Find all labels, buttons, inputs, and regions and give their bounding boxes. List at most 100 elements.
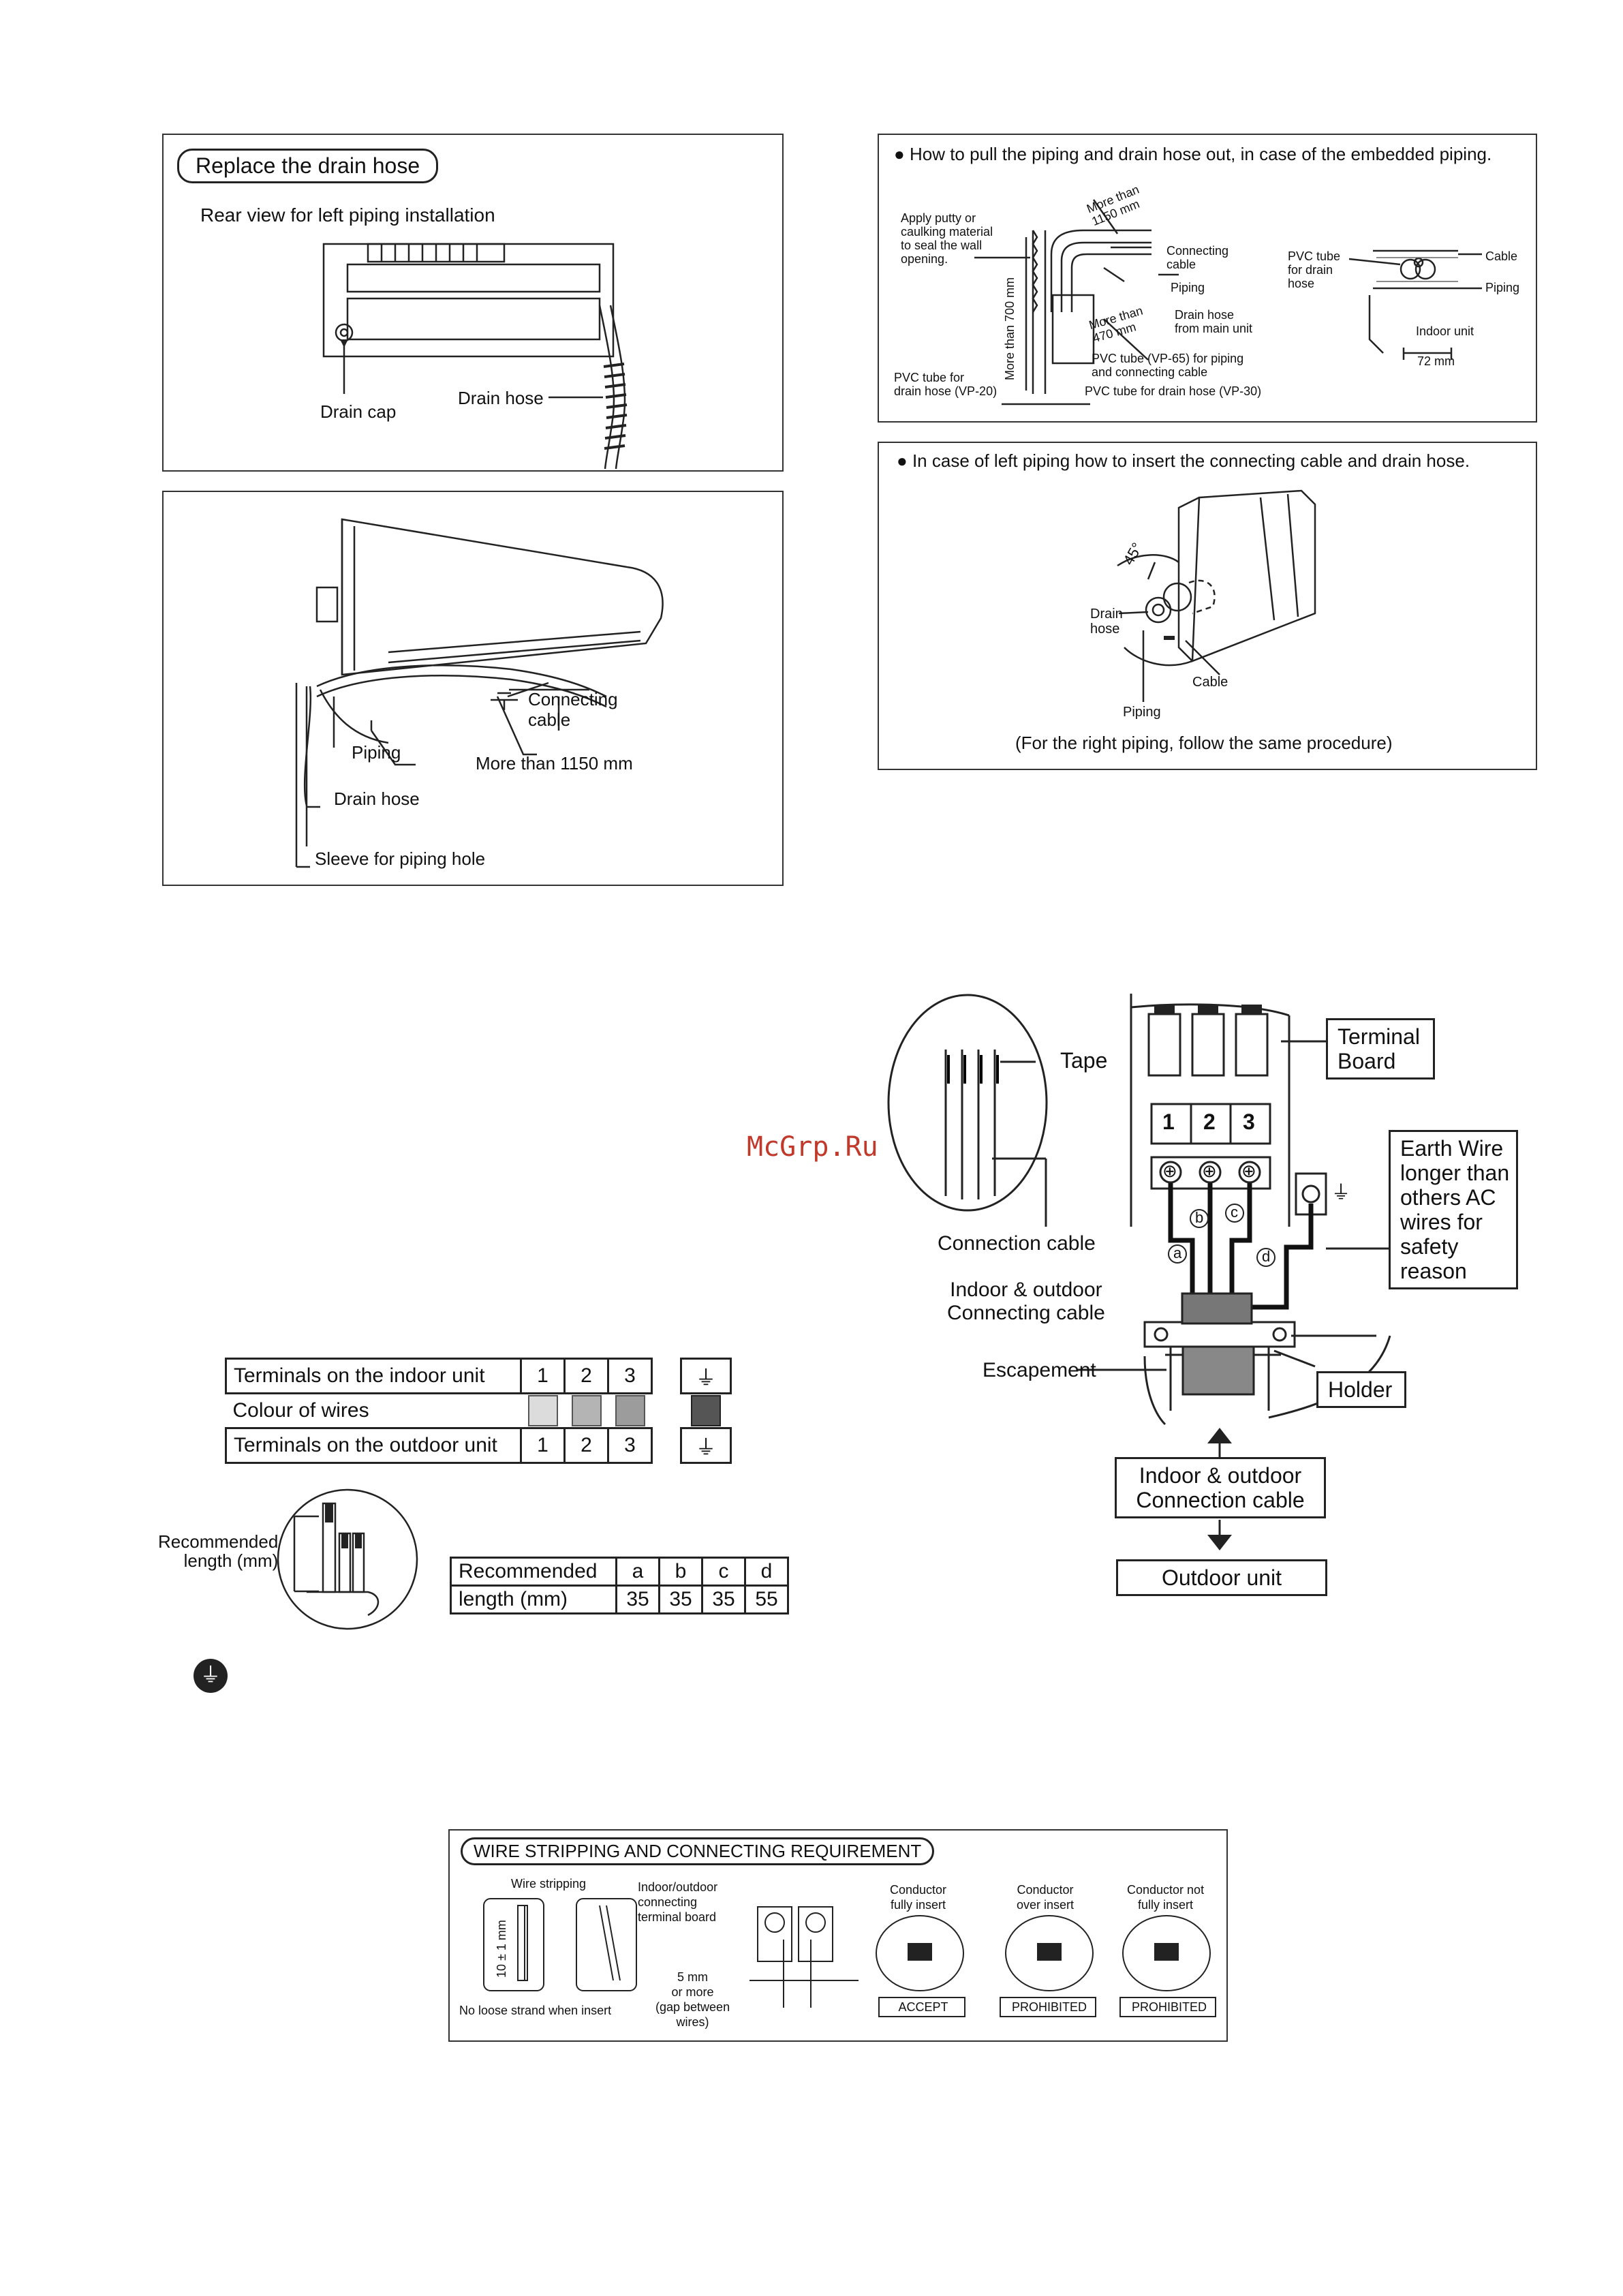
indoor-outdoor-cable-label: Indoor & outdoor Connecting cable (947, 1279, 1105, 1324)
no-loose-label: No loose strand when insert (459, 2004, 612, 2017)
embedded-piping-illustration (974, 199, 1482, 405)
note-label: (For the right piping, follow the same p… (1015, 733, 1393, 753)
pvc-vp20-label: PVC tube for drain hose (VP-20) (894, 371, 998, 398)
outdoor-label: Terminals on the outdoor unit (225, 1427, 522, 1464)
left-piping-illustration (1117, 489, 1316, 702)
indoor-label: Terminals on the indoor unit (225, 1358, 522, 1394)
wire-letter-a: a (1173, 1244, 1182, 1261)
terminal-board-label: Indoor/outdoor connecting terminal board (638, 1880, 718, 1924)
length-row2-label: length (mm) (450, 1585, 617, 1614)
case-3-status: PROHIBITED (1131, 2000, 1207, 2014)
earth-wire-box: Earth Wire longer than others AC wires f… (1389, 1130, 1518, 1289)
dimension-label: 10 ± 1 mm (495, 1920, 508, 1978)
earth-icon: ⏚ (696, 1437, 716, 1459)
wire-stripping-label: Wire stripping (511, 1877, 587, 1891)
length-value-b: 35 (658, 1585, 703, 1614)
watermark: McGrp.Ru (747, 1131, 878, 1163)
more-than-label: More than 1150 mm (476, 753, 633, 774)
panel-piping-length: Connecting cable Piping More than 1150 m… (162, 491, 784, 886)
wire-letter-b: b (1195, 1209, 1204, 1226)
terminal-3: 3 (1243, 1109, 1255, 1134)
case-3-title: Conductor not fully insert (1127, 1883, 1205, 1912)
panel-embedded-piping: ● How to pull the piping and drain hose … (878, 134, 1537, 423)
wire-letter-c: c (1231, 1204, 1238, 1221)
gap-label: 5 mm or more (gap between wires) (655, 1970, 730, 2029)
connection-cable-label: Connection cable (938, 1232, 1096, 1255)
case-1-title: Conductor fully insert (890, 1883, 947, 1912)
indoor-unit-label: Indoor unit (1416, 324, 1474, 338)
drain-cap-label: Drain cap (320, 401, 397, 422)
length-value-c: 35 (701, 1585, 746, 1614)
indoor-terminal-2: 2 (563, 1358, 609, 1394)
connecting-cable-label: Connecting cable (1166, 244, 1229, 271)
length-header-b: b (658, 1557, 703, 1587)
length-header-a: a (615, 1557, 660, 1587)
length-value-d: 55 (744, 1585, 789, 1614)
length-header-c: c (701, 1557, 746, 1587)
indoor-terminal-3: 3 (607, 1358, 653, 1394)
screw-icon: ⊕ (1202, 1161, 1217, 1181)
cable-label: Cable (1192, 675, 1228, 690)
holder-box: Holder (1316, 1371, 1406, 1408)
wire-stripping-illustration (483, 1898, 1216, 2017)
escapement-label: Escapement (983, 1359, 1096, 1381)
case-2-status: PROHIBITED (1011, 2000, 1087, 2014)
panel-wire-stripping: WIRE STRIPPING AND CONNECTING REQUIREMEN… (448, 1829, 1228, 2042)
length-value-a: 35 (615, 1585, 660, 1614)
pvc-tube-drain-label: PVC tube for drain hose (1288, 249, 1341, 290)
drain-hose-main-label: Drain hose from main unit (1175, 308, 1253, 335)
outdoor-unit-box: Outdoor unit (1116, 1559, 1327, 1596)
earth-icon: ⏚ (696, 1367, 716, 1390)
terminal-1: 1 (1162, 1109, 1175, 1134)
sleeve-label: Sleeve for piping hole (315, 848, 486, 869)
connecting-cable-label: Connecting cable (528, 689, 623, 730)
panel-title: Replace the drain hose (177, 149, 439, 183)
drain-hose-label: Drain hose (334, 789, 420, 809)
screw-icon: ⊕ (1162, 1161, 1177, 1181)
outdoor-terminal-1: 1 (520, 1427, 566, 1464)
recommended-length-label: Recommended length (mm) (158, 1531, 279, 1571)
piping-label: Piping (1123, 705, 1161, 720)
panel-title: ● In case of left piping how to insert t… (897, 450, 1470, 472)
drain-hose-label: Drain hose (1090, 607, 1123, 637)
colour-swatch-2 (565, 1394, 608, 1428)
outdoor-terminal-2: 2 (563, 1427, 609, 1464)
colour-label: Colour of wires (232, 1399, 369, 1422)
piping-label: Piping (1171, 281, 1205, 294)
tape-label: Tape (1060, 1048, 1108, 1073)
terminal-board-box: Terminal Board (1326, 1018, 1435, 1080)
length-table: Recommended a b c d length (mm) 35 35 35… (450, 1557, 789, 1614)
mm72-label: 72 mm (1417, 354, 1455, 368)
indoor-terminal-1: 1 (520, 1358, 566, 1394)
terminal-2: 2 (1203, 1109, 1216, 1134)
drain-hose-label: Drain hose (458, 388, 544, 408)
panel-subtitle: Rear view for left piping installation (200, 204, 495, 226)
colour-swatch-1 (521, 1394, 565, 1428)
indoor-earth: ⏚ (680, 1358, 732, 1394)
case-1-status: ACCEPT (898, 2000, 948, 2014)
bullet-icon: ● (894, 144, 905, 164)
panel-left-piping-insert: ● In case of left piping how to insert t… (878, 442, 1537, 770)
pvc-vp30-label: PVC tube for drain hose (VP-30) (1085, 384, 1262, 398)
panel-title-text: How to pull the piping and drain hose ou… (909, 144, 1492, 164)
length-header-d: d (744, 1557, 789, 1587)
wire-letter-d: d (1262, 1248, 1271, 1265)
rear-view-illustration (322, 243, 628, 470)
outdoor-terminal-3: 3 (607, 1427, 653, 1464)
case-2-title: Conductor over insert (1017, 1883, 1075, 1912)
wsr-title: WIRE STRIPPING AND CONNECTING REQUIREMEN… (461, 1837, 935, 1865)
bullet-icon: ● (897, 450, 908, 471)
panel-title: ● How to pull the piping and drain hose … (894, 144, 1491, 165)
piping-label: Piping (352, 742, 401, 763)
cable-label: Cable (1485, 249, 1518, 263)
screw-icon: ⊕ (1241, 1161, 1256, 1181)
io-connection-cable-box: Indoor & outdoor Connection cable (1115, 1457, 1326, 1518)
colour-swatch-3 (608, 1394, 652, 1428)
outdoor-earth: ⏚ (680, 1427, 732, 1464)
indoor-unit-side-illustration (295, 518, 664, 868)
length-row1-label: Recommended (450, 1557, 617, 1587)
earth-icon: ⏚ (1331, 1182, 1351, 1203)
panel-title-text: In case of left piping how to insert the… (912, 450, 1470, 471)
